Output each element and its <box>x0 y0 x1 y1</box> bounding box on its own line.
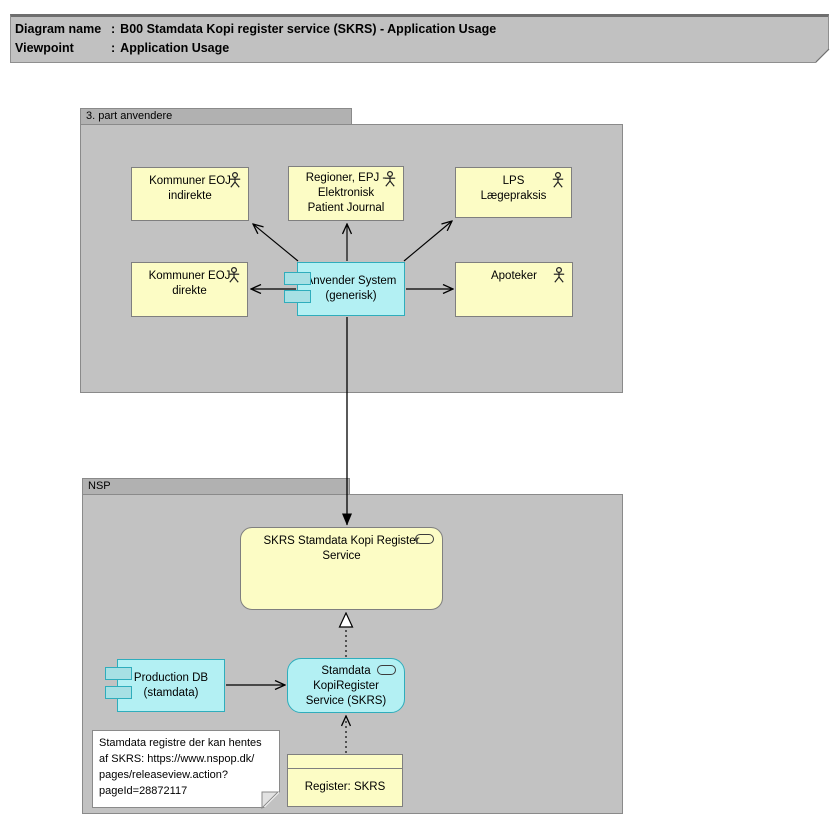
component-icon <box>105 667 132 680</box>
node-label: SKRS Stamdata Kopi Register Service <box>263 535 420 562</box>
node-label: LPS Lægepraksis <box>480 175 547 202</box>
actor-icon <box>552 172 564 188</box>
node-regioner-epj[interactable]: Regioner, EPJ - Elektronisk Patient Jour… <box>288 166 404 221</box>
node-label: Production DB (stamdata) <box>133 671 209 699</box>
group-label-third-party: 3. part anvendere <box>86 110 173 122</box>
service-stadium-icon <box>377 665 396 675</box>
node-anvender-system[interactable]: Anvender System (generisk) <box>284 262 405 316</box>
viewpoint-value: Application Usage <box>120 41 230 55</box>
viewpoint-separator: : <box>111 41 116 55</box>
node-label: Apoteker <box>490 270 538 282</box>
group-tab-third-party[interactable]: 3. part anvendere <box>80 108 352 125</box>
node-kommuner-eoj-indirekte[interactable]: Kommuner EOJ indirekte <box>131 167 249 221</box>
viewpoint-label: Viewpoint <box>15 41 74 55</box>
title-label: Diagram name <box>15 22 102 36</box>
actor-icon <box>553 267 565 283</box>
group-tab-nsp[interactable]: NSP <box>82 478 350 495</box>
node-stamdata-kopiregister-service[interactable]: Stamdata KopiRegister Service (SKRS) <box>287 658 405 713</box>
note-text: Stamdata registre der kan hentes af SKRS… <box>99 737 262 797</box>
node-label: Kommuner EOJ indirekte <box>149 175 231 202</box>
title-row-diagram-name: Diagram name: B00 Stamdata Kopi register … <box>15 20 828 39</box>
actor-icon <box>384 171 396 187</box>
component-icon <box>284 290 311 303</box>
node-production-db[interactable]: Production DB (stamdata) <box>105 659 225 712</box>
node-label: Regioner, EPJ - Elektronisk Patient Jour… <box>305 172 387 214</box>
actor-icon <box>228 267 240 283</box>
node-register-skrs[interactable]: Register: SKRS <box>287 754 403 807</box>
title-row-viewpoint: Viewpoint: Application Usage <box>15 39 828 58</box>
component-icon <box>284 272 311 285</box>
node-kommuner-eoj-direkte[interactable]: Kommuner EOJ direkte <box>131 262 248 317</box>
diagram-title-note: Diagram name: B00 Stamdata Kopi register … <box>10 14 829 63</box>
node-skrs-stamdata-kopi-register-service[interactable]: SKRS Stamdata Kopi Register Service <box>240 527 443 610</box>
node-label: Stamdata KopiRegister Service (SKRS) <box>305 665 387 707</box>
component-icon <box>105 686 132 699</box>
node-label: Kommuner EOJ direkte <box>148 270 231 297</box>
node-lps-laegepraksis[interactable]: LPS Lægepraksis <box>455 167 572 218</box>
note-stamdata-registre[interactable]: Stamdata registre der kan hentes af SKRS… <box>92 730 280 808</box>
node-apoteker[interactable]: Apoteker <box>455 262 573 317</box>
node-label: Register: SKRS <box>304 780 386 793</box>
node-label: Anvender System (generisk) <box>305 275 397 302</box>
data-object-icon <box>288 755 402 769</box>
actor-icon <box>229 172 241 188</box>
service-stadium-icon <box>415 534 434 544</box>
title-value: B00 Stamdata Kopi register service (SKRS… <box>120 22 497 36</box>
group-label-nsp: NSP <box>88 480 111 492</box>
group-body-third-party[interactable] <box>80 124 623 393</box>
title-separator: : <box>111 22 116 36</box>
